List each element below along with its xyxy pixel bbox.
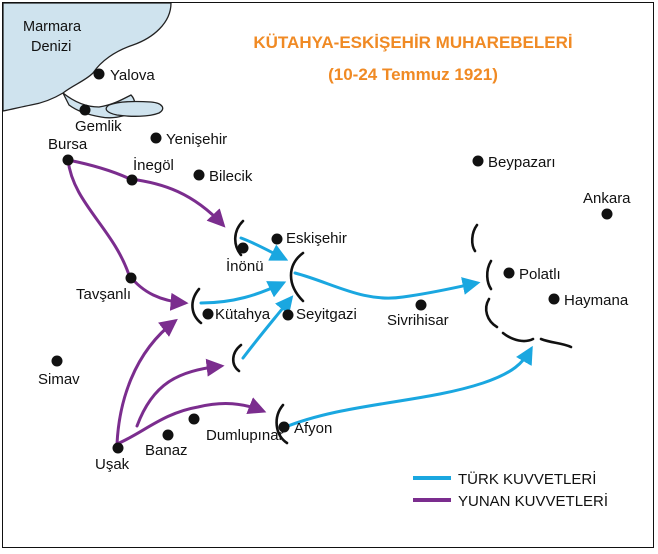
legend-turk-label: TÜRK KUVVETLERİ (458, 470, 596, 488)
sea-shape (3, 3, 172, 112)
label-gemlik: Gemlik (75, 118, 122, 135)
front-polatli-3 (484, 297, 499, 329)
dot-sivrihisar (415, 299, 427, 311)
dot-inegol (126, 174, 138, 186)
turk-arrow-inonu-eskisehir (239, 236, 289, 261)
front-eskisehir (289, 251, 305, 303)
dot-tavsanli (125, 272, 137, 284)
label-seyitgazi: Seyitgazi (296, 306, 357, 323)
dot-polatli (503, 267, 515, 279)
front-polatli-2 (485, 259, 493, 291)
greek-arrow-usak-afyon (115, 397, 267, 446)
label-inonu: İnönü (226, 257, 264, 275)
map-title: KÜTAHYA-ESKİŞEHİR MUHAREBELERİ (253, 33, 572, 52)
greek-arrow-usak-center (135, 358, 225, 428)
label-usak: Uşak (95, 456, 130, 473)
dot-bilecik (193, 169, 205, 181)
greek-arrow-bursa-tavsanli (66, 158, 131, 277)
iznik-lake (105, 100, 164, 117)
label-afyon: Afyon (294, 420, 332, 437)
dot-eskisehir (271, 233, 283, 245)
dot-usak (112, 442, 124, 454)
label-bilecik: Bilecik (209, 168, 253, 185)
turkish-forces-arrows (199, 236, 533, 430)
label-sivrihisar: Sivrihisar (387, 312, 449, 329)
front-polatli-1 (470, 223, 479, 253)
legend-yunan-label: YUNAN KUVVETLERİ (458, 492, 608, 510)
sea-label-line1: Marmara (23, 19, 82, 35)
dot-haymana (548, 293, 560, 305)
label-ankara: Ankara (583, 190, 631, 207)
dot-afyon (278, 421, 290, 433)
map-canvas: Marmara Denizi KÜTAHYA-ESKİŞEHİR MUHAREB… (3, 3, 631, 510)
dot-bursa (62, 154, 74, 166)
front-afyon (275, 403, 289, 445)
sea-label-line2: Denizi (31, 39, 71, 55)
marmara-sea: Marmara Denizi (3, 3, 172, 119)
turk-arrow-eskisehir-polatli (293, 271, 481, 300)
dot-gemlik (79, 104, 91, 116)
label-yenisehir: Yenişehir (166, 131, 227, 148)
label-banaz: Banaz (145, 442, 188, 459)
label-simav: Simav (38, 371, 80, 388)
front-kutahya (191, 287, 203, 325)
turk-arrow-center-seyitgazi (241, 295, 294, 360)
front-inonu (233, 219, 245, 257)
label-kutahya: Kütahya (215, 306, 271, 323)
label-beypazari: Beypazarı (488, 154, 556, 171)
dot-seyitgazi (282, 309, 294, 321)
turk-arrow-afyon-haymana (281, 345, 533, 430)
dot-simav (51, 355, 63, 367)
label-haymana: Haymana (564, 292, 629, 309)
dot-kutahya (202, 308, 214, 320)
front-lines (191, 219, 573, 445)
greek-arrow-tavsanli-kutahya (127, 273, 189, 311)
turk-arrow-kutahya-seyitgazi (199, 281, 287, 305)
front-polatli-5 (539, 337, 573, 349)
map-frame: Marmara Denizi KÜTAHYA-ESKİŞEHİR MUHAREB… (2, 2, 654, 548)
dot-banaz (162, 429, 174, 441)
map-subtitle: (10-24 Temmuz 1921) (328, 65, 498, 84)
dot-dumlupinar (188, 413, 200, 425)
city-markers (51, 68, 613, 454)
label-eskisehir: Eskişehir (286, 230, 347, 247)
label-polatli: Polatlı (519, 266, 561, 283)
dot-beypazari (472, 155, 484, 167)
dot-yenisehir (150, 132, 162, 144)
city-labels: Yalova Gemlik Yenişehir Bursa İnegöl Bil… (38, 67, 631, 473)
dot-inonu (237, 242, 249, 254)
label-bursa: Bursa (48, 136, 88, 153)
label-yalova: Yalova (110, 67, 155, 84)
dot-ankara (601, 208, 613, 220)
front-center (231, 343, 243, 373)
dot-yalova (93, 68, 105, 80)
legend: TÜRK KUVVETLERİ YUNAN KUVVETLERİ (413, 470, 608, 510)
front-polatli-4 (501, 331, 535, 343)
greek-arrow-usak-kutahya (115, 318, 178, 446)
label-inegol: İnegöl (133, 156, 174, 174)
label-tavsanli: Tavşanlı (76, 286, 131, 303)
label-dumlupinar: Dumlupınar (206, 427, 284, 444)
